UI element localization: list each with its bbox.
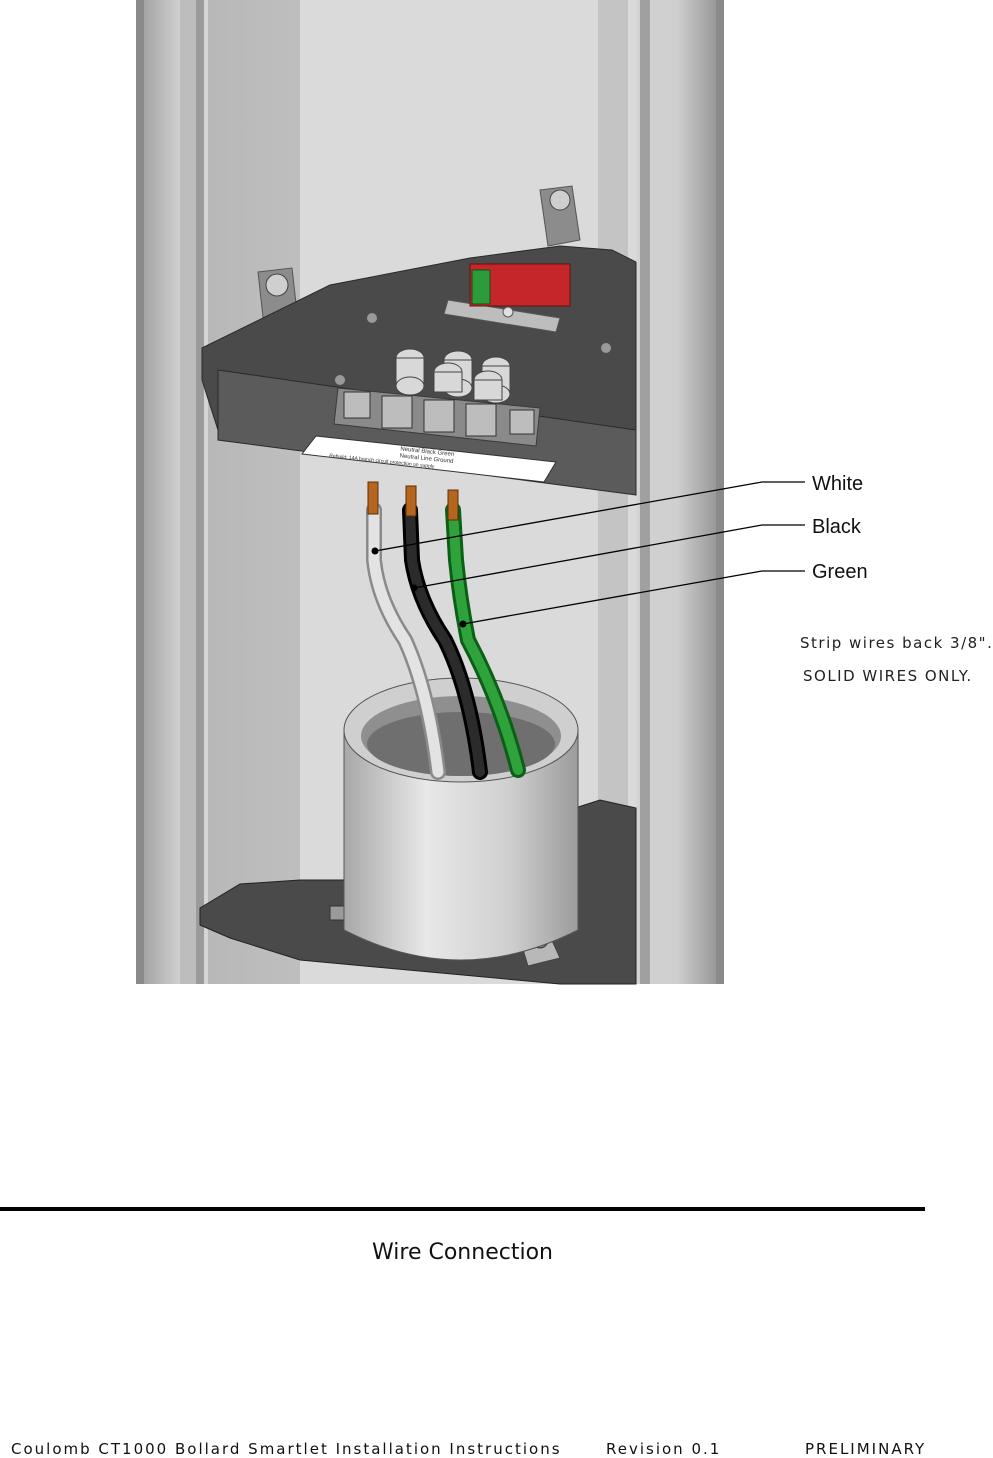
black-leader-dot <box>410 584 418 592</box>
figure-caption: Wire Connection <box>372 1240 553 1265</box>
wires <box>366 481 526 780</box>
footer-document-title: Coulomb CT1000 Bollard Smartlet Installa… <box>11 1440 562 1458</box>
solid-wires-note: SOLID WIRES ONLY. <box>803 667 973 685</box>
footer-status: PRELIMINARY <box>805 1440 927 1458</box>
terminal-block <box>333 348 541 447</box>
white-wire-label: White <box>812 473 864 495</box>
section-rule <box>0 1207 925 1211</box>
green-leader-line <box>462 570 805 625</box>
terminal-label-line2: Neutral Line Ground <box>399 453 453 465</box>
green-wire-label: Green <box>812 561 868 583</box>
black-wire-label: Black <box>812 516 861 538</box>
black-leader-line <box>413 524 805 589</box>
terminal-label-line1: Neutral Black Green <box>400 446 454 458</box>
bollard-wiring-illustration: Neutral Black Green Neutral Line Ground … <box>136 0 805 985</box>
conduit-pipe <box>343 677 579 961</box>
white-leader-dot <box>371 547 379 555</box>
circuit-breaker <box>443 263 571 333</box>
white-leader-line <box>374 481 805 552</box>
strip-wires-note: Strip wires back 3/8". <box>800 634 993 652</box>
green-leader-dot <box>459 620 467 628</box>
callout-leaders <box>374 481 805 625</box>
footer-revision: Revision 0.1 <box>606 1440 722 1458</box>
